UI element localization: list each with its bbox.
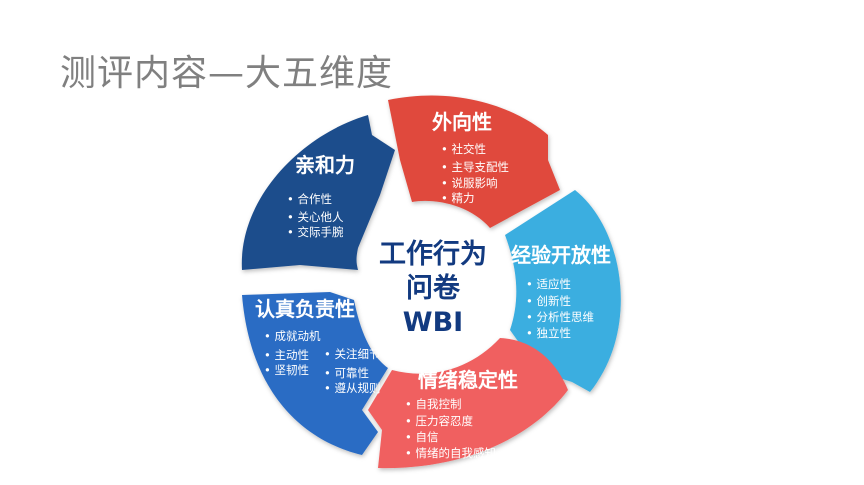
conscientiousness-item: • 主动性 xyxy=(264,348,309,362)
conscientiousness-item: • 坚韧性 xyxy=(264,363,309,377)
conscientiousness-item: • 成就动机 xyxy=(264,329,321,343)
openness-item: • 独立性 xyxy=(526,326,571,340)
extraversion-item: • 说服影响 xyxy=(441,176,497,190)
center-line-2: 问卷 xyxy=(406,273,461,304)
conscientiousness-items: • 成就动机 • 主动性 • 坚韧性 • 关注细节 • 可靠性 • 遵从规则 xyxy=(264,329,380,395)
extraversion-title: 外向性 xyxy=(432,110,492,134)
segment-openness xyxy=(505,190,621,392)
segment-emotional-stability xyxy=(368,338,568,469)
openness-item: • 适应性 xyxy=(526,277,571,291)
agreeableness-item: • 关心他人 xyxy=(287,210,344,224)
stability-item: • 自信 xyxy=(405,430,438,444)
conscientiousness-item: • 可靠性 xyxy=(324,366,369,380)
stability-title: 情绪稳定性 xyxy=(418,368,518,392)
page-title: 测评内容—大五维度 xyxy=(60,53,394,94)
extraversion-item: • 社交性 xyxy=(441,142,486,156)
segment-conscientiousness xyxy=(242,292,388,455)
openness-title: 经验开放性 xyxy=(511,243,611,267)
stability-item: • 情绪的自我感知 xyxy=(405,446,496,460)
stability-items: • 自我控制 • 压力容忍度 • 自信 • 情绪的自我感知 xyxy=(405,397,496,460)
openness-item: • 分析性思维 xyxy=(526,310,594,324)
extraversion-items: • 社交性 • 主导支配性 • 说服影响 • 精力 xyxy=(441,142,509,205)
center-circle xyxy=(361,213,505,357)
conscientiousness-title: 认真负责性 xyxy=(255,297,355,321)
openness-item: • 创新性 xyxy=(526,294,571,308)
stability-item: • 压力容忍度 xyxy=(405,414,473,428)
agreeableness-item: • 交际手腕 xyxy=(287,225,344,239)
conscientiousness-item: • 关注细节 xyxy=(324,347,380,361)
agreeableness-title: 亲和力 xyxy=(295,153,355,177)
agreeableness-items: • 合作性 • 关心他人 • 交际手腕 xyxy=(287,192,344,239)
segment-extraversion xyxy=(388,95,560,228)
agreeableness-item: • 合作性 xyxy=(287,192,332,206)
segment-agreeableness xyxy=(241,115,395,270)
conscientiousness-item: • 遵从规则 xyxy=(324,381,380,395)
extraversion-item: • 精力 xyxy=(441,191,474,205)
stability-item: • 自我控制 xyxy=(405,397,461,411)
center-line-3: WBI xyxy=(403,307,463,338)
extraversion-item: • 主导支配性 xyxy=(441,160,509,174)
openness-items: • 适应性 • 创新性 • 分析性思维 • 独立性 xyxy=(526,277,594,340)
center-line-1: 工作行为 xyxy=(379,238,487,270)
